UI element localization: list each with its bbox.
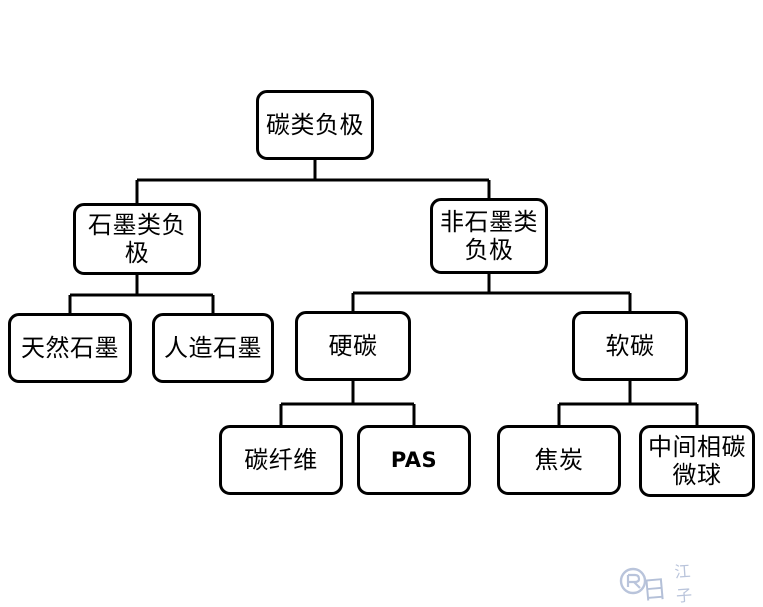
node-label-coke: 焦炭 (534, 445, 584, 474)
node-label-non-graphite: 非石墨类 负极 (440, 207, 538, 264)
node-carbon-fiber[interactable]: 碳纤维 (219, 425, 343, 495)
connector-from-root (135, 160, 491, 203)
node-label-natural-graphite: 天然石墨 (21, 333, 119, 362)
connector-from-hard-carbon (279, 381, 416, 425)
node-pas[interactable]: PAS (357, 425, 471, 495)
node-label-pas: PAS (390, 447, 438, 472)
node-natural-graphite[interactable]: 天然石墨 (8, 313, 132, 383)
node-soft-carbon[interactable]: 软碳 (572, 311, 688, 381)
node-label-artificial-graphite: 人造石墨 (164, 333, 262, 362)
node-coke[interactable]: 焦炭 (497, 425, 621, 495)
connector-from-soft-carbon (557, 381, 699, 425)
node-label-hard-carbon: 硬碳 (328, 331, 378, 360)
node-label-soft-carbon: 软碳 (605, 331, 655, 360)
connector-from-graphite (68, 275, 215, 313)
node-hard-carbon[interactable]: 硬碳 (295, 311, 411, 381)
node-label-mcmb: 中间相碳 微球 (648, 432, 746, 489)
node-label-graphite: 石墨类负 极 (88, 210, 186, 267)
node-artificial-graphite[interactable]: 人造石墨 (152, 313, 274, 383)
node-mcmb[interactable]: 中间相碳 微球 (639, 425, 755, 497)
watermark-text-bottom: 日月辰 (640, 574, 671, 606)
node-label-carbon-fiber: 碳纤维 (244, 445, 318, 474)
node-non-graphite[interactable]: 非石墨类 负极 (430, 198, 548, 274)
node-label-root: 碳类负极 (266, 110, 364, 139)
node-root[interactable]: 碳类负极 (256, 90, 374, 160)
connector-from-non-graphite (351, 274, 632, 311)
circle-logo-icon (619, 567, 647, 595)
watermark-text-top: 江子才 (673, 561, 694, 606)
node-graphite[interactable]: 石墨类负 极 (73, 203, 201, 275)
